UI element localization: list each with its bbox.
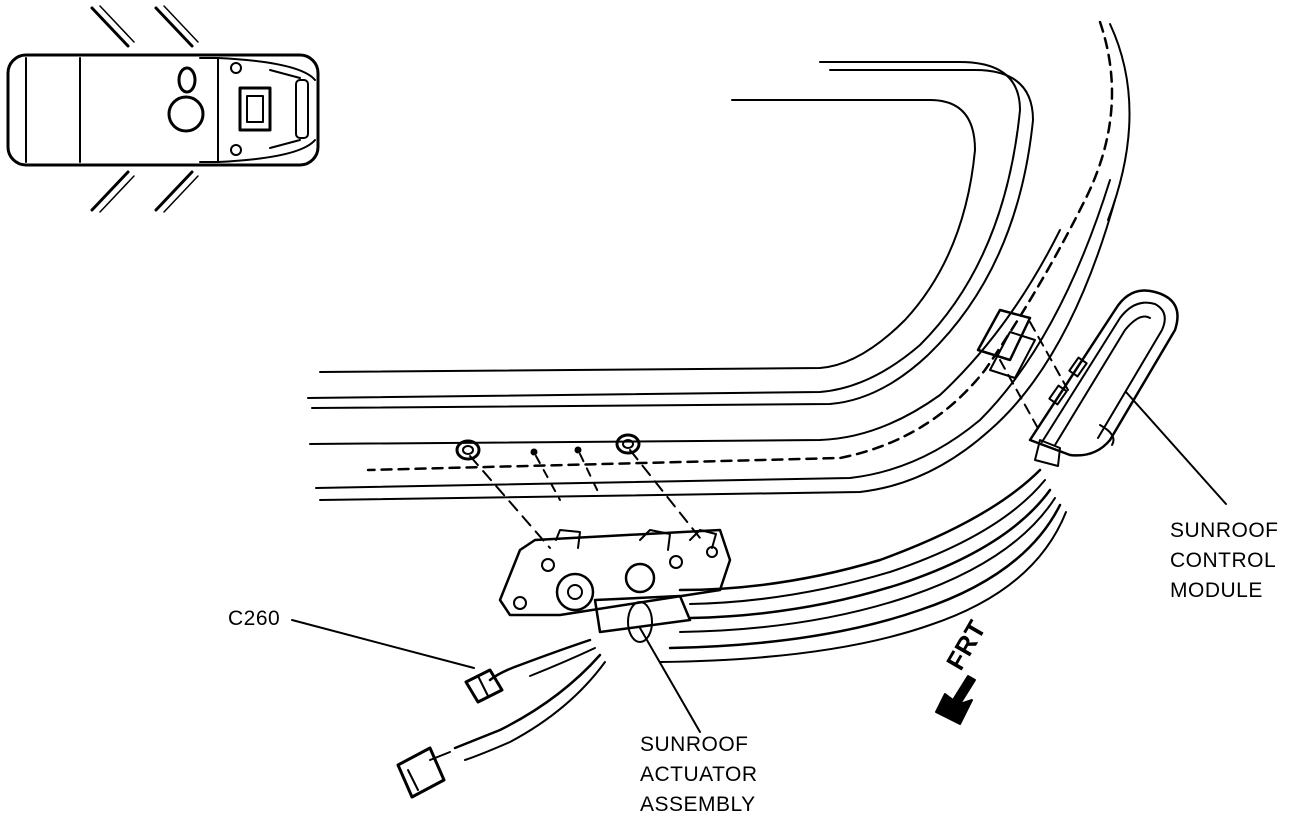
connector-c260-text: C260 [228, 607, 281, 630]
connector-c260-label: C260 [228, 604, 280, 634]
actuator-label-line-2: ACTUATOR [640, 763, 758, 786]
actuator-label-line-1: SUNROOF [640, 733, 749, 756]
sunroof-actuator-assembly-icon [291, 528, 732, 799]
module-label-line-3: MODULE [1170, 579, 1263, 602]
wiring-harness [659, 468, 1067, 663]
roof-frame [307, 20, 1131, 501]
sunroof-actuator-assembly-label: SUNROOF ACTUATOR ASSEMBLY [640, 730, 758, 820]
module-label-line-1: SUNROOF [1170, 519, 1279, 542]
sunroof-control-module-icon [976, 289, 1227, 505]
sunroof-control-module-label: SUNROOF CONTROL MODULE [1170, 516, 1279, 606]
module-label-line-2: CONTROL [1170, 549, 1277, 572]
mounting-points [455, 433, 701, 549]
front-direction-arrow-icon [935, 675, 976, 725]
actuator-label-line-3: ASSEMBLY [640, 793, 756, 816]
vehicle-locator-icon [6, 5, 320, 213]
